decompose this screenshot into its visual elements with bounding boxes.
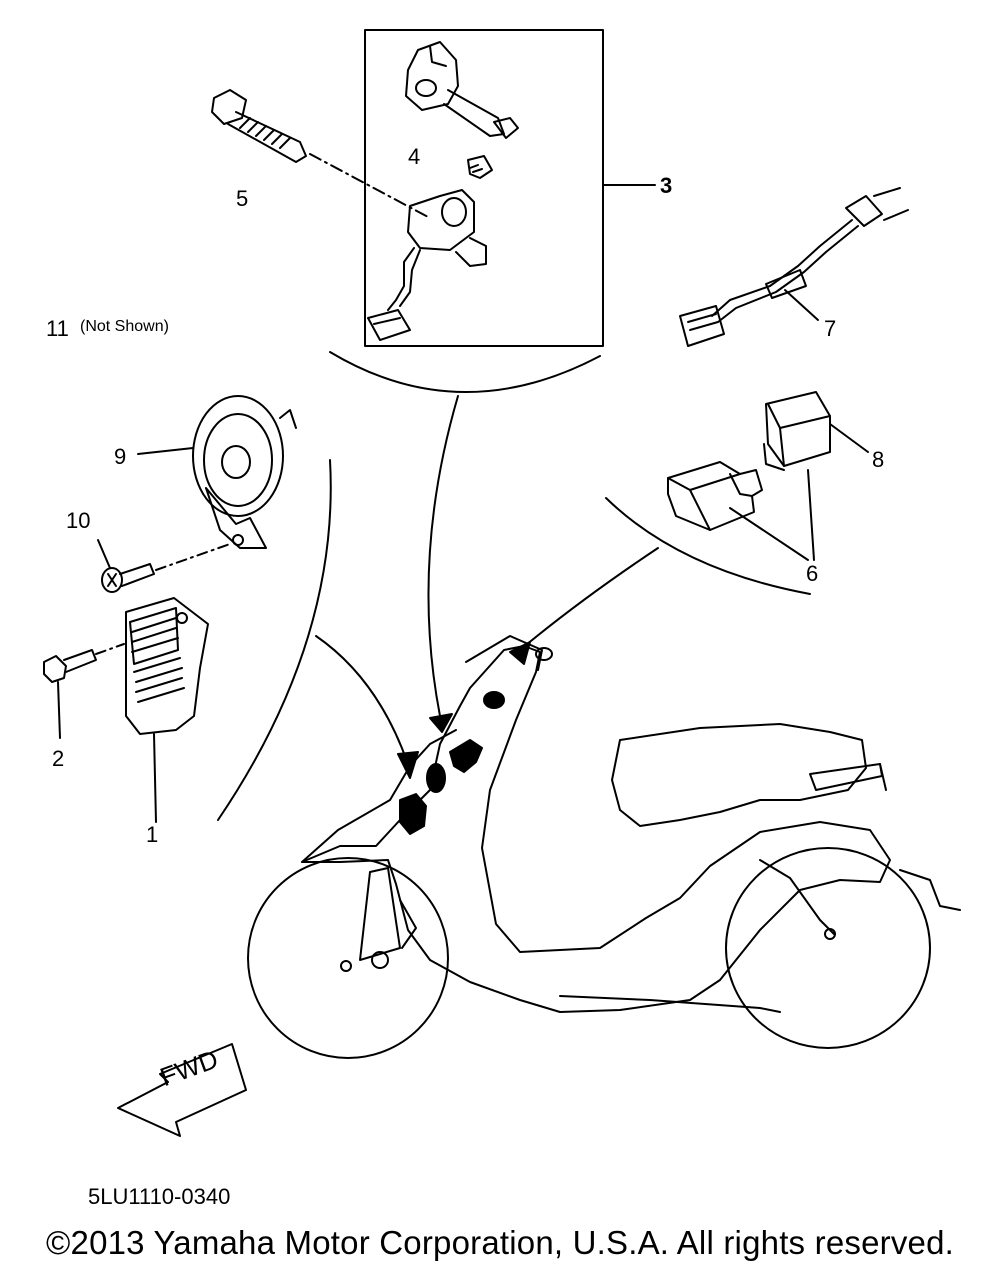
callout-4: 4: [408, 144, 421, 169]
lock-bracket: [405, 41, 519, 139]
bolt-5: [211, 89, 431, 219]
callout-arcs: [217, 351, 811, 821]
callout-9: 9: [114, 444, 127, 469]
scooter-illustration: [247, 635, 961, 1059]
copyright-notice: ©2013 Yamaha Motor Corporation, U.S.A. A…: [46, 1224, 954, 1261]
relay-6: [667, 461, 815, 561]
callout-5: 5: [236, 186, 249, 211]
regulator-1: [125, 597, 209, 823]
note-text: (Not Shown): [80, 318, 169, 335]
wire-harness-7: [679, 187, 909, 347]
horn-9: [137, 395, 297, 549]
diagram-code: 5LU1110-0340: [88, 1184, 231, 1209]
mount-locations: [399, 691, 505, 835]
callout-6: 6: [806, 561, 819, 586]
callout-10: 10: [66, 508, 91, 533]
screw-10: [97, 539, 231, 593]
main-switch: [367, 155, 493, 341]
callout-7: 7: [824, 316, 837, 341]
relay-8: [763, 391, 869, 471]
fwd-arrow-shape: [117, 1043, 247, 1137]
bolt-2: [43, 643, 125, 739]
callout-8: 8: [872, 447, 885, 472]
callout-2: 2: [52, 746, 65, 771]
callout-1: 1: [146, 822, 159, 847]
note-number: 11: [46, 316, 69, 341]
main-switch-box: [364, 29, 656, 347]
callout-3: 3: [660, 173, 673, 198]
